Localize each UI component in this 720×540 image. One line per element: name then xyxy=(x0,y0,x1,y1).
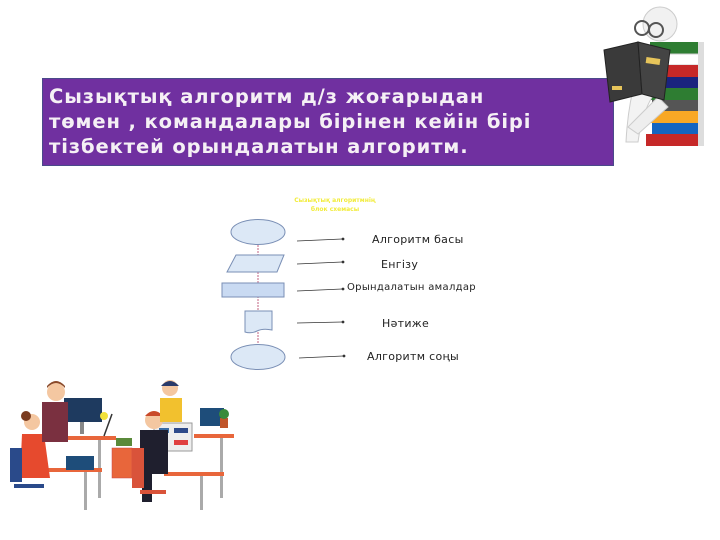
arrow-icon xyxy=(296,261,343,265)
slide-title: Сызықтық алгоритм д/з жоғарыдан төмен , … xyxy=(49,85,532,158)
step-label-output: Нәтиже xyxy=(382,317,430,330)
office-workers-icon xyxy=(10,380,234,510)
input-parallelogram-shape xyxy=(226,254,285,273)
process-rectangle-shape xyxy=(221,282,285,298)
arrow-icon xyxy=(296,321,343,324)
step-label-end: Алгоритм соңы xyxy=(367,350,460,363)
step-label-process: Орындалатын амалдар xyxy=(347,282,476,293)
output-document-shape xyxy=(244,310,273,334)
flowchart-heading-line2: блок схемасы xyxy=(310,206,360,213)
reader-with-books-icon xyxy=(603,6,704,146)
arrow-icon xyxy=(296,238,343,242)
flowchart-heading: Сызықтық алгоритмнің блок схемасы xyxy=(270,196,400,214)
title-box: Сызықтық алгоритм д/з жоғарыдан төмен , … xyxy=(42,78,614,166)
step-label-input: Енгізу xyxy=(381,258,419,271)
flowchart-heading-line1: Сызықтық алгоритмнің xyxy=(294,197,376,204)
arrow-icon xyxy=(296,288,343,292)
step-label-start: Алгоритм басы xyxy=(372,233,464,246)
arrow-icon xyxy=(298,355,344,359)
start-ellipse-shape xyxy=(230,219,286,245)
end-ellipse-shape xyxy=(230,344,286,370)
flowchart-diagram xyxy=(221,219,346,370)
